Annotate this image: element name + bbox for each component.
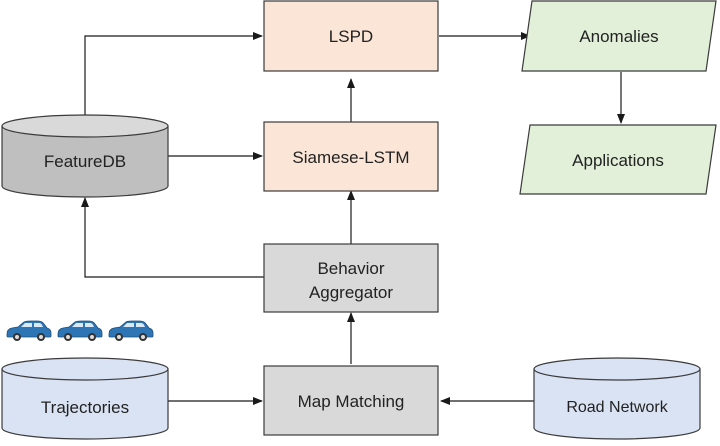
car-icon [108, 320, 154, 342]
siamese-lstm-label: Siamese-LSTM [292, 148, 409, 167]
behavior-aggregator-label-line2: Aggregator [309, 283, 393, 302]
car-icon [57, 320, 103, 342]
road-network-label: Road Network [566, 399, 668, 416]
trajectories-label: Trajectories [41, 398, 129, 417]
behavior-aggregator-label-line1: Behavior [317, 259, 384, 278]
car-icon [6, 320, 52, 342]
anomalies-node: Anomalies [521, 0, 717, 72]
trajectories-database: Trajectories [1, 357, 169, 440]
arrow-featuredb-to-lspd [84, 32, 263, 116]
connectors [81, 32, 625, 405]
featuredb-database: FeatureDB [1, 114, 169, 198]
siamese-lstm-node: Siamese-LSTM [263, 121, 439, 192]
arrow-behavior-to-featuredb [81, 197, 264, 278]
applications-node: Applications [519, 124, 717, 195]
anomalies-label: Anomalies [579, 27, 658, 46]
lspd-label: LSPD [329, 27, 373, 46]
behavior-aggregator-node: Behavior Aggregator [263, 243, 439, 313]
car-icons [6, 320, 154, 342]
road-network-database: Road Network [533, 357, 701, 440]
map-matching-label: Map Matching [298, 392, 405, 411]
featuredb-label: FeatureDB [44, 152, 126, 171]
applications-label: Applications [572, 151, 664, 170]
map-matching-node: Map Matching [263, 365, 439, 436]
lspd-node: LSPD [263, 0, 439, 72]
